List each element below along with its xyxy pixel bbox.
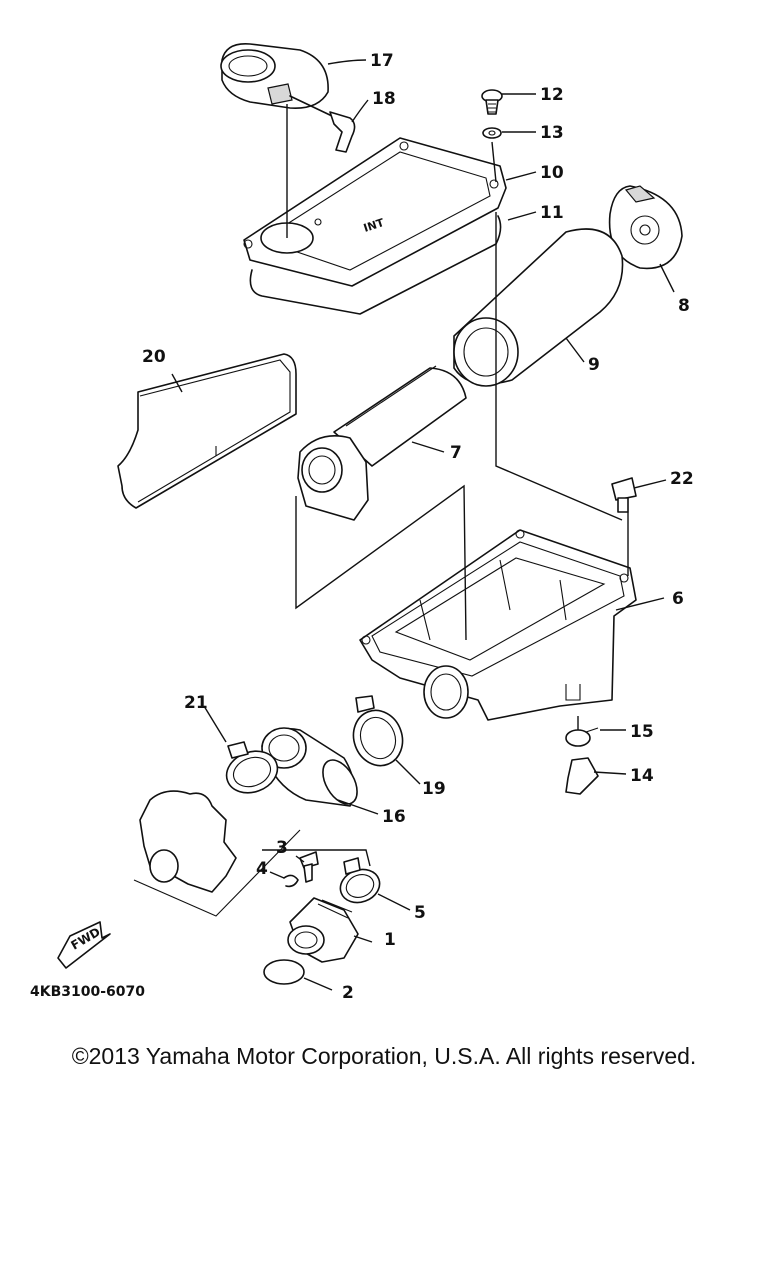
callout-19: 19 [422,779,446,799]
callout-22: 22 [670,469,694,489]
svg-text:INT: INT [362,216,386,235]
callout-21: 21 [184,693,208,713]
part-6-airbox-case [359,529,637,721]
callout-16: 16 [382,807,406,827]
part-11-cover-gasket [249,215,502,315]
callout-14: 14 [630,766,654,786]
part-14-drain-hose [565,757,599,795]
callout-4: 4 [256,859,268,879]
callout-20: 20 [142,347,166,367]
part-2-o-ring [263,959,305,985]
callout-numbers: 1 2 3 4 5 6 7 8 9 10 11 12 13 14 15 16 1… [142,51,694,1003]
part-20-plate [117,353,297,509]
callout-17: 17 [370,51,394,71]
part-8-element-cap [608,185,683,270]
part-4-clip [283,874,299,888]
callout-6: 6 [672,589,684,609]
callout-10: 10 [540,163,564,183]
part-15-clamp [565,727,599,747]
part-18-breather-hose [289,95,356,153]
part-7-element-guide [297,365,467,521]
callout-leaders [171,59,675,991]
callout-9: 9 [588,355,600,375]
part-21-clamp [225,741,279,794]
callout-3: 3 [276,838,288,858]
assembly-lines [262,104,629,867]
callout-5: 5 [414,903,426,923]
callout-1: 1 [384,930,396,950]
part-16-joint [261,727,358,807]
callout-8: 8 [678,296,690,316]
callout-11: 11 [540,203,564,223]
part-5-clamp [339,857,381,904]
part-17-duct-cap [220,43,329,109]
callout-15: 15 [630,722,654,742]
copyright-notice: ©2013 Yamaha Motor Corporation, U.S.A. A… [71,1043,697,1069]
part-13-washer [482,127,502,139]
callout-13: 13 [540,123,564,143]
carburetor-outline [133,790,301,917]
callout-7: 7 [450,443,462,463]
callout-12: 12 [540,85,564,105]
parts-diagram: INT [30,43,694,1003]
part-12-screw [481,89,503,115]
fwd-arrow-icon: FWD [57,921,111,969]
drawing-code: 4KB3100-6070 [30,984,145,1000]
part-1-carburetor-joint [287,897,359,963]
part-3-screw [299,851,319,883]
part-22-bolt [611,477,637,513]
callout-2: 2 [342,983,354,1003]
part-10-airbox-cover: INT [243,137,507,287]
part-19-clamp [352,695,404,767]
callout-18: 18 [372,89,396,109]
